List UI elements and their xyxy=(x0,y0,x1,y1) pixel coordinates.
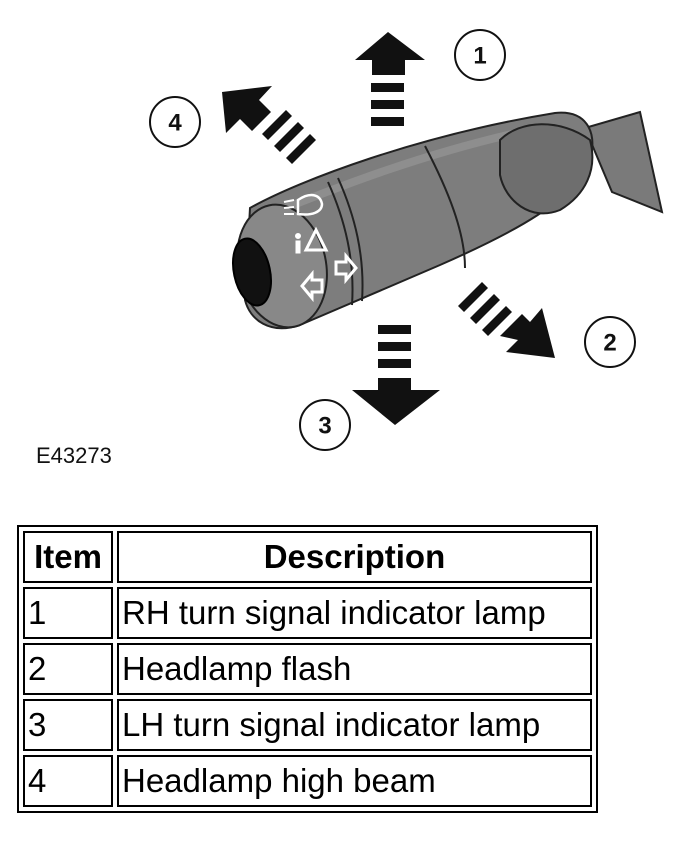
table-header-description: Description xyxy=(117,531,592,583)
svg-text:4: 4 xyxy=(168,110,182,137)
multifunction-switch-illustration: 1 2 3 4 E43273 xyxy=(36,29,664,468)
table-row: 4 Headlamp high beam xyxy=(23,755,592,807)
table-cell-description: LH turn signal indicator lamp xyxy=(117,699,592,751)
table-row: 2 Headlamp flash xyxy=(23,643,592,695)
headlamp-icon xyxy=(283,193,324,216)
svg-text:1: 1 xyxy=(473,43,486,70)
table-row: 1 RH turn signal indicator lamp xyxy=(23,587,592,639)
stalk-segment-line xyxy=(424,145,466,269)
callout-4: 4 xyxy=(149,96,201,148)
arrow-1-up xyxy=(355,32,425,126)
arrow-4-up-left xyxy=(222,86,316,164)
turn-signal-arrows-icon xyxy=(300,251,358,303)
arrow-2-down-right xyxy=(458,282,555,358)
stalk-segment-line xyxy=(337,177,364,302)
svg-text:3: 3 xyxy=(318,413,331,440)
stalk-end-cap xyxy=(232,237,272,307)
table-cell-item: 1 xyxy=(23,587,113,639)
table-row: 3 LH turn signal indicator lamp xyxy=(23,699,592,751)
legend-table: Item Description 1 RH turn signal indica… xyxy=(17,525,598,813)
stalk-segment-line xyxy=(327,181,354,306)
table-cell-description: Headlamp flash xyxy=(117,643,592,695)
column-shroud xyxy=(583,110,664,214)
table-cell-item: 3 xyxy=(23,699,113,751)
table-header-item: Item xyxy=(23,531,113,583)
table-cell-description: RH turn signal indicator lamp xyxy=(117,587,592,639)
table-cell-description: Headlamp high beam xyxy=(117,755,592,807)
figure-reference: E43273 xyxy=(36,443,112,468)
svg-text:2: 2 xyxy=(603,330,616,357)
arrow-3-down xyxy=(352,325,440,425)
table-header-row: Item Description xyxy=(23,531,592,583)
callout-1: 1 xyxy=(454,29,506,81)
table-cell-item: 2 xyxy=(23,643,113,695)
callout-2: 2 xyxy=(584,316,636,368)
table-cell-item: 4 xyxy=(23,755,113,807)
info-icon xyxy=(295,226,329,254)
callout-3: 3 xyxy=(299,399,351,451)
